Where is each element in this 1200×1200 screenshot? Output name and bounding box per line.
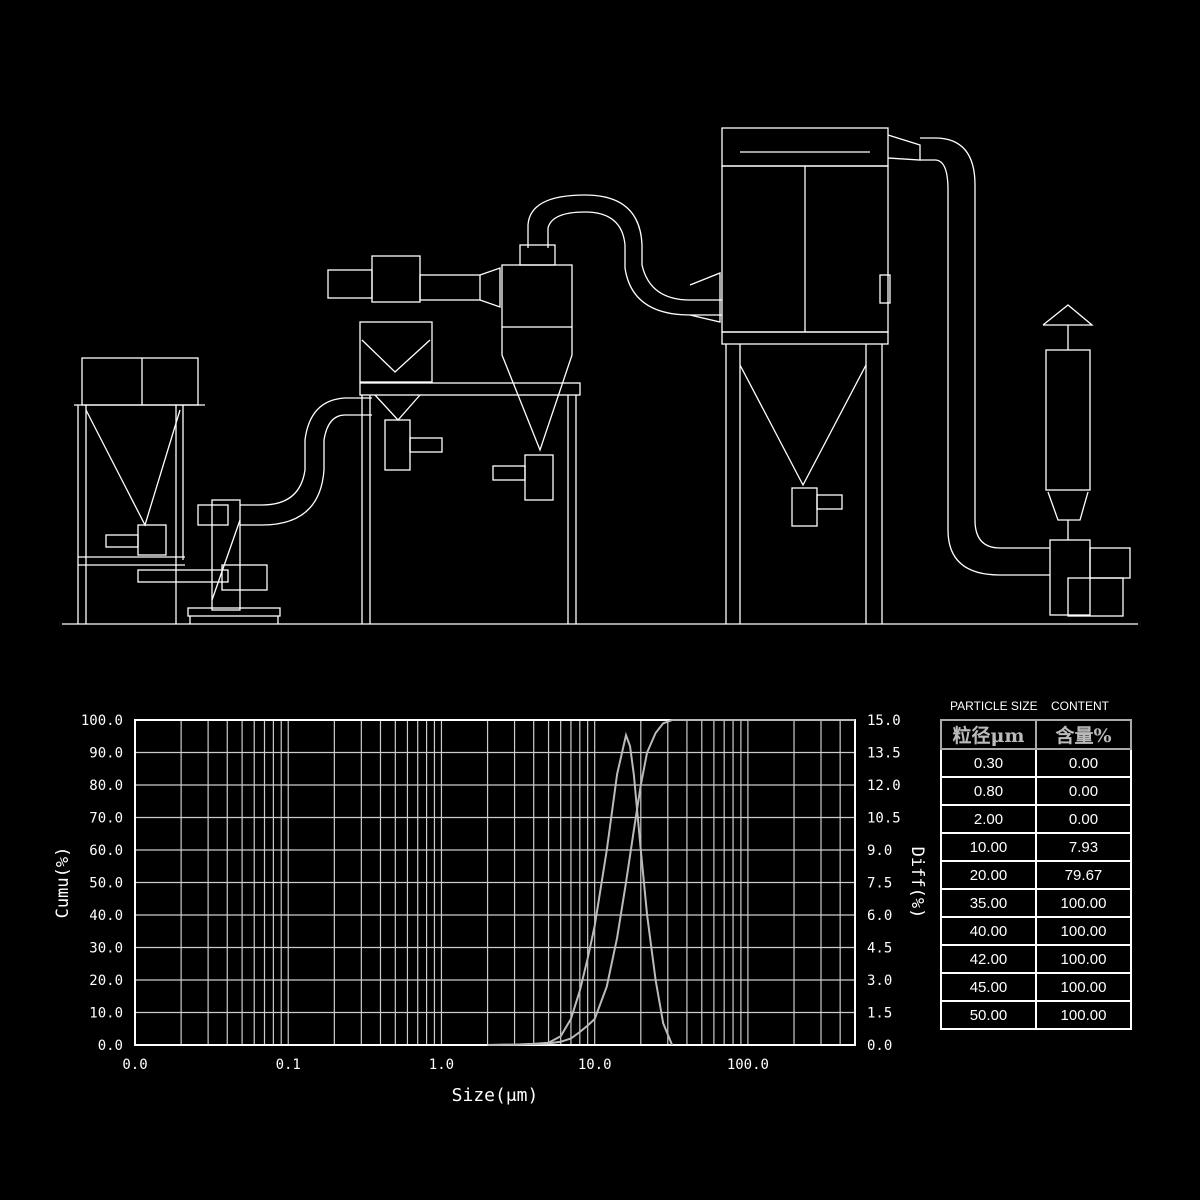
cyclone-separator — [492, 244, 573, 501]
header-size: 粒径μm — [940, 719, 1037, 750]
exhaust-fan — [1042, 304, 1131, 617]
x-tick-label: 1.0 — [429, 1057, 454, 1073]
y-right-tick-label: 12.0 — [867, 778, 901, 794]
cell-size: 50.00 — [940, 1000, 1037, 1030]
y-right-tick-label: 6.0 — [867, 908, 892, 924]
cell-size: 10.00 — [940, 832, 1037, 862]
cell-content: 0.00 — [1035, 776, 1132, 806]
header-content: 含量% — [1035, 719, 1132, 750]
y-right-tick-label: 7.5 — [867, 876, 892, 892]
cell-size: 0.80 — [940, 776, 1037, 806]
x-axis-label: Size(μm) — [452, 1085, 539, 1106]
series-line-diff — [487, 731, 674, 1046]
y-right-tick-label: 9.0 — [867, 843, 892, 859]
y-right-tick-label: 13.5 — [867, 746, 901, 762]
cell-size: 2.00 — [940, 804, 1037, 834]
cell-content: 100.00 — [1035, 916, 1132, 946]
pipe-cyclone-to-filter — [527, 194, 722, 323]
bag-filter — [721, 127, 891, 624]
classifier-frame — [359, 382, 581, 624]
pipe-filter-to-fan — [887, 134, 1050, 576]
particle-size-chart: 0.0 10.0 20.0 30.0 40.0 50.0 60.0 70.0 80.0 90.0 1… — [53, 713, 927, 1106]
y-right-tick-label: 15.0 — [867, 713, 901, 729]
pipe-mill-to-cyclone — [240, 397, 372, 526]
cell-content: 7.93 — [1035, 832, 1132, 862]
cell-content: 100.00 — [1035, 1000, 1132, 1030]
y-right-tick-label: 4.5 — [867, 941, 892, 957]
process-flow-diagram — [62, 127, 1138, 625]
cell-content: 79.67 — [1035, 860, 1132, 890]
cell-content: 0.00 — [1035, 748, 1132, 778]
y-left-tick-label: 60.0 — [89, 843, 123, 859]
cell-size: 20.00 — [940, 860, 1037, 890]
jet-mill-feeder — [187, 499, 281, 624]
y-left-tick-label: 50.0 — [89, 876, 123, 892]
cell-size: 0.30 — [940, 748, 1037, 778]
feed-hopper — [74, 357, 229, 624]
table-caption-content: CONTENT — [1051, 699, 1109, 713]
cell-content: 0.00 — [1035, 804, 1132, 834]
y-left-tick-label: 80.0 — [89, 778, 123, 794]
x-tick-label: 100.0 — [727, 1057, 769, 1073]
y-left-tick-label: 100.0 — [81, 713, 123, 729]
y-left-axis-label: Cumu(%) — [53, 847, 73, 919]
y-right-tick-label: 10.5 — [867, 811, 901, 827]
y-left-tick-label: 90.0 — [89, 746, 123, 762]
cell-content: 100.00 — [1035, 972, 1132, 1002]
y-left-tick-label: 30.0 — [89, 941, 123, 957]
x-tick-label: 10.0 — [578, 1057, 612, 1073]
table-caption-size: PARTICLE SIZE — [950, 699, 1038, 713]
cell-size: 35.00 — [940, 888, 1037, 918]
x-tick-label: 0.1 — [276, 1057, 301, 1073]
y-left-tick-label: 20.0 — [89, 973, 123, 989]
cell-size: 45.00 — [940, 972, 1037, 1002]
y-left-tick-label: 70.0 — [89, 811, 123, 827]
y-left-tick-label: 0.0 — [98, 1038, 123, 1054]
cell-size: 42.00 — [940, 944, 1037, 974]
cell-size: 40.00 — [940, 916, 1037, 946]
table-header-row: 粒径μm 含量% — [940, 719, 1132, 750]
x-tick-label: 0.0 — [122, 1057, 147, 1073]
cell-content: 100.00 — [1035, 888, 1132, 918]
y-left-tick-label: 10.0 — [89, 1006, 123, 1022]
y-right-axis-label: Diff(%) — [907, 847, 927, 919]
cell-content: 100.00 — [1035, 944, 1132, 974]
y-right-tick-label: 0.0 — [867, 1038, 892, 1054]
classifier — [327, 255, 501, 471]
y-right-tick-label: 1.5 — [867, 1006, 892, 1022]
y-right-tick-label: 3.0 — [867, 973, 892, 989]
y-left-tick-label: 40.0 — [89, 908, 123, 924]
